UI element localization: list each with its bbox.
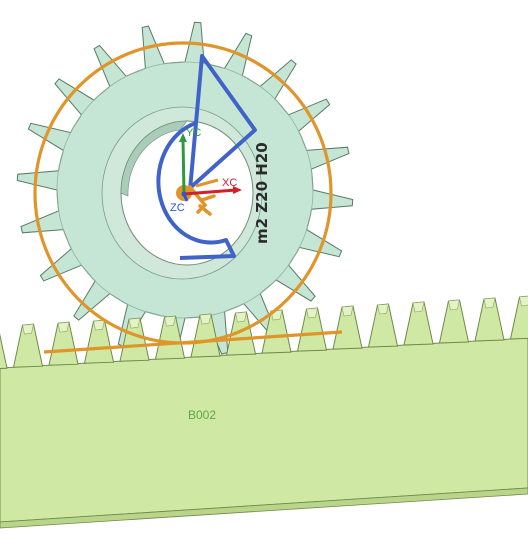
gear-bore-inner-wall <box>120 120 188 197</box>
rack-tooth-top-face <box>199 313 212 325</box>
rack-tooth-top-face <box>341 305 354 317</box>
gear-rack[interactable]: B002 <box>0 295 528 529</box>
rack-tooth-top-face <box>412 301 425 313</box>
csys-origin <box>181 191 187 197</box>
csys-x-axis <box>183 188 237 196</box>
rack-tooth-top-face <box>128 317 141 329</box>
rack-tooth-top-face <box>377 303 389 315</box>
rack-tooth-top-face <box>306 307 318 319</box>
rack-tooth <box>509 295 528 340</box>
rack-tooth-top-face <box>483 297 496 309</box>
profile-sketch[interactable] <box>156 54 257 260</box>
rack-tooth-top-face <box>93 319 105 331</box>
csys-y-arrow <box>179 133 187 142</box>
sketch-curves[interactable] <box>33 41 343 354</box>
csys-y-label: YC <box>186 127 201 139</box>
rack-teeth[interactable] <box>0 295 528 370</box>
rack-tooth-top-face <box>448 299 460 311</box>
gear-root-circle <box>56 61 314 319</box>
csys-x-arrow <box>233 186 242 194</box>
pitch-line-sketch[interactable] <box>43 330 343 354</box>
rack-tooth-top-face <box>57 321 70 333</box>
csys-z-label: ZC <box>170 202 185 214</box>
center-marker[interactable] <box>176 178 219 216</box>
rack-tooth-top-face <box>22 323 34 335</box>
rack-bottom-edge <box>0 487 528 529</box>
csys-y-axis <box>181 138 186 195</box>
part-label: B002 <box>188 408 216 422</box>
csys-x-label: XC <box>222 177 237 189</box>
rack-tooth-top-face <box>164 315 176 327</box>
coordinate-system-icon[interactable]: YC XC ZC <box>170 127 242 214</box>
gear-engraving: m2 Z20 H20 <box>253 142 271 244</box>
rack-tooth-top-face <box>519 295 528 307</box>
rack-tooth-top-face <box>235 311 247 323</box>
rack-tooth <box>0 333 8 370</box>
